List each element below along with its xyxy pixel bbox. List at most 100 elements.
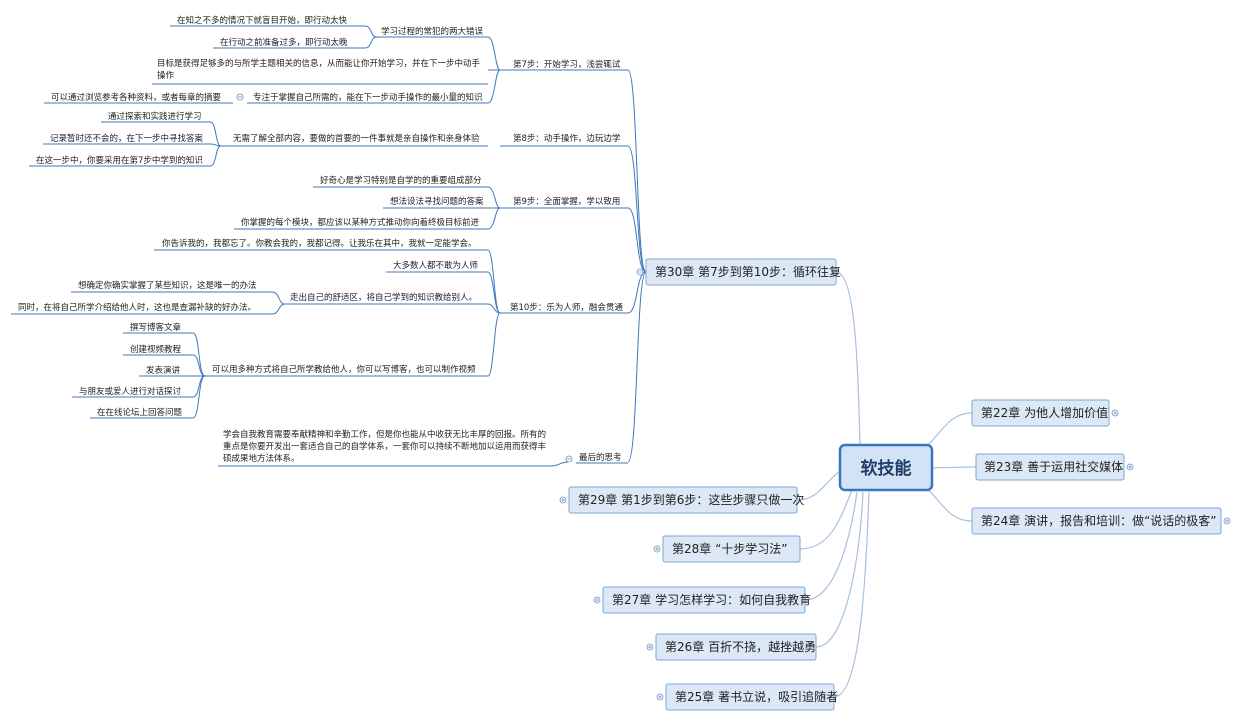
comfort-item[interactable]: 同时，在将自己所学介绍给他人时，这也是查漏补缺的好办法。 (11, 302, 272, 315)
plus-icon (1113, 411, 1117, 415)
mistakes-label: 学习过程的常犯的两大错误 (381, 26, 484, 37)
topic-label: 第26章 百折不挠，越挫越勇 (665, 639, 816, 654)
topic-node-ch24[interactable]: 第24章 演讲，报告和培训：做“说话的极客” (971, 507, 1222, 535)
step8-sub-node[interactable]: 无需了解全部内容，要做的首要的一件事就是亲自操作和亲身体验 (221, 133, 488, 147)
final-text-line2: 重点是你要开发出一套适合自己的自学体系，一套你可以持续不断地加以运用而获得丰 (223, 441, 547, 452)
topic-node-ch27[interactable]: 第27章 学习怎样学习：如何自我教育 (602, 586, 811, 614)
step9-item[interactable]: 想法设法寻找问题的答案 (383, 196, 488, 209)
collapse-toggle-ch27[interactable] (593, 596, 601, 604)
final-text-line1: 学会自我教育需要奉献精神和辛勤工作，但是你也能从中收获无比丰厚的回报。所有的 (223, 429, 546, 440)
root-node-box (838, 443, 934, 492)
mistake-item[interactable]: 在行动之前准备过多，即行动太晚 (213, 37, 365, 49)
step7-mistakes-node[interactable]: 学习过程的常犯的两大错误 (377, 26, 488, 38)
collapse-toggle-ch25[interactable] (656, 693, 664, 701)
final-thoughts-text[interactable]: 学会自我教育需要奉献精神和辛勤工作，但是你也能从中收获无比丰厚的回报。所有的 重… (218, 429, 550, 467)
step8-item-text: 在这一步中，你要采用在第7步中学到的知识 (36, 155, 203, 166)
comfort-item-text: 同时，在将自己所学介绍给他人时，这也是查漏补缺的好办法。 (18, 302, 256, 313)
topic-node-ch26[interactable]: 第26章 百折不挠，越挫越勇 (655, 633, 817, 661)
final-thoughts-label: 最后的思考 (579, 452, 622, 463)
step7-focus-node[interactable]: 专注于掌握自己所需的，能在下一步动手操作的最小量的知识 (247, 92, 488, 104)
collapse-toggle-focus[interactable] (236, 93, 244, 101)
step7-goal-node[interactable]: 目标是获得足够多的与所学主题相关的信息，从而能让你开始学习，并在下一步中动手 操… (152, 58, 488, 85)
step10-label: 第10步：乐为人师，融会贯通 (510, 302, 623, 313)
collapse-toggle-ch30[interactable] (636, 268, 644, 276)
step10-comfort-node[interactable]: 走出自己的舒适区，将自己学到的知识教给别人。 (285, 292, 488, 305)
ways-item-text: 发表演讲 (146, 365, 181, 376)
ways-item-text: 与朋友或爱人进行对话探讨 (79, 386, 182, 397)
comfort-item[interactable]: 想确定你确实掌握了某些知识，这是唯一的办法 (71, 280, 272, 293)
topic-node-ch28[interactable]: 第28章 “十步学习法” (662, 535, 801, 563)
ways-item[interactable]: 发表演讲 (139, 365, 193, 377)
step9-item-text: 你掌握的每个模块，都应该以某种方式推动你向着终极目标前进 (241, 217, 480, 228)
collapse-toggle-ch24[interactable] (1223, 517, 1231, 525)
mistake-text: 在知之不多的情况下就盲目开始，即行动太快 (177, 15, 348, 26)
step10-ways-node[interactable]: 可以用多种方式将自己所学教给他人，你可以写博客，也可以制作视频 (205, 364, 488, 377)
topic-label: 第22章 为他人增加价值 (981, 405, 1108, 420)
topic-box (971, 507, 1222, 535)
quote-text: 你告诉我的，我都忘了。你教会我的，我都记得。让我乐在其中，我就一定能学会。 (162, 238, 477, 249)
ways-item[interactable]: 撰写博客文章 (123, 322, 193, 334)
collapse-toggle-ch23[interactable] (1126, 463, 1134, 471)
step10-node[interactable]: 第10步：乐为人师，融会贯通 (500, 302, 628, 314)
topic-node-ch29[interactable]: 第29章 第1步到第6步：这些步骤只做一次 (568, 486, 804, 514)
collapse-toggle-ch26[interactable] (646, 643, 654, 651)
ways-item[interactable]: 与朋友或爱人进行对话探讨 (72, 386, 193, 398)
topic-box (655, 633, 817, 661)
mistake-item[interactable]: 在知之不多的情况下就盲目开始，即行动太快 (170, 15, 365, 27)
topic-label: 第25章 著书立说，吸引追随者 (675, 689, 838, 704)
collapse-toggle-ch22[interactable] (1111, 409, 1119, 417)
collapse-toggle-ch28[interactable] (653, 545, 661, 553)
plus-icon (648, 645, 652, 649)
topic-node-ch30[interactable]: 第30章 第7步到第10步：循环往复 (645, 258, 841, 286)
plus-icon (655, 547, 659, 551)
topic-node-ch25[interactable]: 第25章 著书立说，吸引追随者 (665, 683, 838, 711)
plus-icon (595, 598, 599, 602)
topic-label: 第30章 第7步到第10步：循环往复 (655, 264, 841, 279)
step9-label: 第9步：全面掌握，学以致用 (513, 196, 620, 207)
topic-box (971, 399, 1110, 427)
plus-icon (561, 498, 565, 502)
step8-item[interactable]: 在这一步中，你要采用在第7步中学到的知识 (29, 155, 210, 167)
topic-box (645, 258, 837, 286)
final-thoughts-node[interactable]: 最后的思考 (576, 452, 628, 464)
goal-text-line2: 操作 (157, 70, 175, 81)
topic-label: 第23章 善于运用社交媒体 (984, 459, 1123, 474)
step9-item[interactable]: 好奇心是学习特别是自学的的重要组成部分 (313, 175, 488, 188)
topic-node-ch23[interactable]: 第23章 善于运用社交媒体 (975, 453, 1125, 481)
step7-label: 第7步：开始学习，浅尝辄试 (513, 59, 621, 70)
topic-label: 第27章 学习怎样学习：如何自我教育 (612, 592, 811, 607)
goal-text-line1: 目标是获得足够多的与所学主题相关的信息，从而能让你开始学习，并在下一步中动手 (157, 58, 481, 69)
topic-box (568, 486, 798, 514)
plus-icon (658, 695, 662, 699)
step9-node[interactable]: 第9步：全面掌握，学以致用 (500, 196, 628, 209)
collapse-toggle-ch29[interactable] (559, 496, 567, 504)
ways-item[interactable]: 创建视频教程 (123, 344, 193, 356)
topic-box (602, 586, 806, 614)
ways-item[interactable]: 在在线论坛上回答问题 (90, 407, 193, 419)
step10-quote[interactable]: 你告诉我的，我都忘了。你教会我的，我都记得。让我乐在其中，我就一定能学会。 (154, 238, 488, 251)
ways-text: 可以用多种方式将自己所学教给他人，你可以写博客，也可以制作视频 (212, 364, 476, 375)
chapter30-lines (192, 25, 647, 467)
root-node[interactable]: 软技能 (838, 443, 934, 492)
focus-child[interactable]: 可以通过浏览参考各种资料，或者每章的摘要 (44, 92, 233, 104)
ways-item-text: 撰写博客文章 (130, 322, 182, 333)
step8-item-text: 记录暂时还不会的，在下一步中寻找答案 (50, 133, 204, 144)
step8-item[interactable]: 通过探索和实践进行学习 (101, 111, 210, 123)
step10-majority[interactable]: 大多数人都不敢为人师 (386, 260, 488, 273)
collapse-toggle-final[interactable] (565, 455, 573, 463)
comfort-text: 走出自己的舒适区，将自己学到的知识教给别人。 (290, 292, 477, 303)
plus-icon (1225, 519, 1229, 523)
final-text-line3: 硕成果地方法体系。 (223, 453, 300, 464)
topic-label: 第29章 第1步到第6步：这些步骤只做一次 (578, 492, 804, 507)
chapter30-subtree: 第7步：开始学习，浅尝辄试 学习过程的常犯的两大错误 在知之不多的情况下就盲目开… (11, 15, 628, 467)
focus-text: 专注于掌握自己所需的，能在下一步动手操作的最小量的知识 (253, 92, 483, 103)
ways-item-text: 在在线论坛上回答问题 (97, 407, 183, 418)
step8-node[interactable]: 第8步：动手操作，边玩边学 (500, 133, 628, 147)
step7-node[interactable]: 第7步：开始学习，浅尝辄试 (500, 59, 628, 71)
step8-sub-text: 无需了解全部内容，要做的首要的一件事就是亲自操作和亲身体验 (233, 133, 480, 144)
step8-item[interactable]: 记录暂时还不会的，在下一步中寻找答案 (43, 133, 210, 145)
step9-item[interactable]: 你掌握的每个模块，都应该以某种方式推动你向着终极目标前进 (234, 217, 488, 230)
topic-node-ch22[interactable]: 第22章 为他人增加价值 (971, 399, 1110, 427)
comfort-item-text: 想确定你确实掌握了某些知识，这是唯一的办法 (78, 280, 257, 291)
